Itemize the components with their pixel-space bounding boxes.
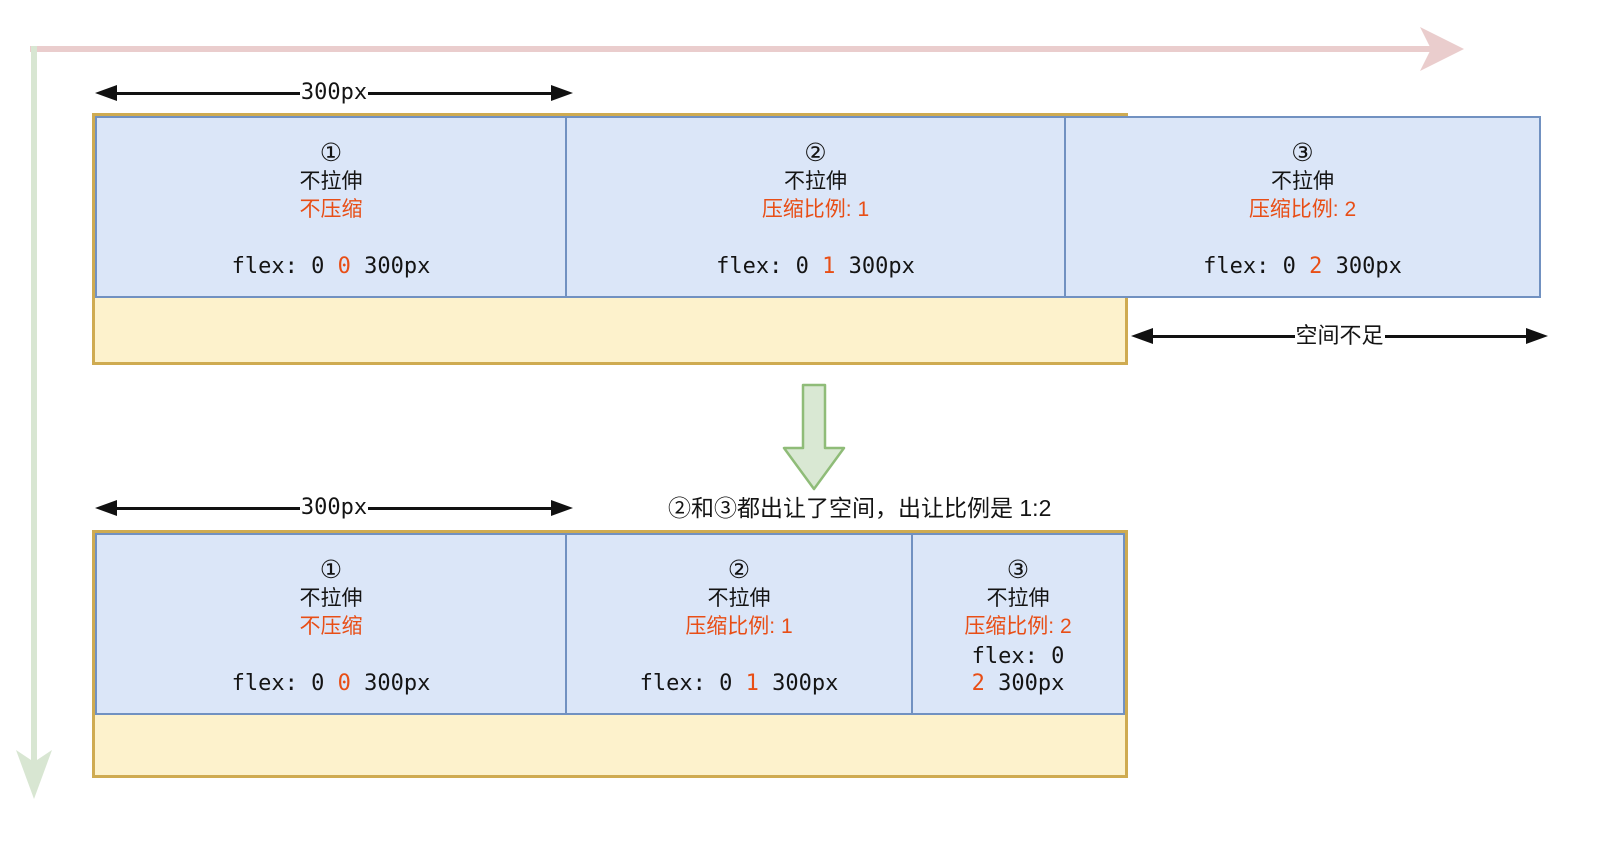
item-shrink-label: 不压缩 [299,615,363,638]
flex-items-row-before: ① 不拉伸 不压缩 flex: 0 0 300px ② 不拉伸 压缩比例: 1 … [95,116,1541,298]
measure-label-bottom: 300px [300,495,368,520]
measure-arrow-space-shortage: 空间不足 [1131,323,1549,348]
item-flex-code: flex: 0 1 300px [716,254,915,279]
flex-item-2-before: ② 不拉伸 压缩比例: 1 flex: 0 1 300px [565,116,1066,298]
item-number: ③ [1006,556,1030,584]
item-flex-code: flex: 0 0 300px [231,254,431,279]
measure-line [1153,334,1295,338]
item-flex-code: flex: 0 2 300px [1203,254,1402,279]
down-arrow-icon [782,383,846,491]
item-number: ① [319,139,343,167]
item-stretch-label: 不拉伸 [299,170,363,193]
item-stretch-label: 不拉伸 [299,587,363,610]
flex-container-after: ① 不拉伸 不压缩 flex: 0 0 300px ② 不拉伸 压缩比例: 1 … [92,530,1128,778]
item-stretch-label: 不拉伸 [1271,170,1334,193]
item-shrink-label: 不压缩 [299,198,363,221]
flex-item-2-after: ② 不拉伸 压缩比例: 1 flex: 0 1 300px [565,533,913,715]
item-number: ① [319,556,343,584]
flex-item-1-before: ① 不拉伸 不压缩 flex: 0 0 300px [95,116,567,298]
flex-items-row-after: ① 不拉伸 不压缩 flex: 0 0 300px ② 不拉伸 压缩比例: 1 … [95,533,1125,715]
measure-arrow-bottom: 300px [95,495,574,520]
item-shrink-label: 压缩比例: 1 [685,615,793,638]
measure-arrow-top: 300px [95,80,574,105]
flex-container-before: ① 不拉伸 不压缩 flex: 0 0 300px ② 不拉伸 压缩比例: 1 … [92,113,1541,365]
measure-line [117,91,300,95]
arrowhead-right-icon [1526,328,1549,344]
item-flex-code: flex: 0 0 300px [231,671,431,696]
measure-line [368,506,552,510]
measure-line [1384,334,1527,338]
item-number: ③ [1291,139,1314,167]
vertical-axis-arrow-icon [16,46,52,799]
item-shrink-label: 压缩比例: 2 [1248,198,1357,221]
result-caption: ②和③都出让了空间，出让比例是 1:2 [668,495,1052,521]
item-stretch-label: 不拉伸 [707,587,771,610]
arrowhead-left-icon [95,85,117,101]
arrowhead-right-icon [551,85,574,101]
flex-item-3-before: ③ 不拉伸 压缩比例: 2 flex: 0 2 300px [1064,116,1541,298]
measure-line [117,506,300,510]
item-flex-code: flex: 0 1 300px [639,671,839,696]
space-shortage-label: 空间不足 [1295,323,1384,348]
arrowhead-right-icon [551,500,574,516]
measure-line [368,91,552,95]
item-stretch-label: 不拉伸 [784,170,847,193]
item-shrink-label: 压缩比例: 2 [964,615,1072,638]
arrowhead-left-icon [95,500,117,516]
item-stretch-label: 不拉伸 [986,587,1050,610]
flex-item-1-after: ① 不拉伸 不压缩 flex: 0 0 300px [95,533,567,715]
item-number: ② [727,556,751,584]
horizontal-axis-arrow-icon [30,27,1464,71]
arrowhead-left-icon [1131,328,1153,344]
measure-label-top: 300px [300,80,368,105]
item-shrink-label: 压缩比例: 1 [761,198,870,221]
item-number: ② [804,139,827,167]
